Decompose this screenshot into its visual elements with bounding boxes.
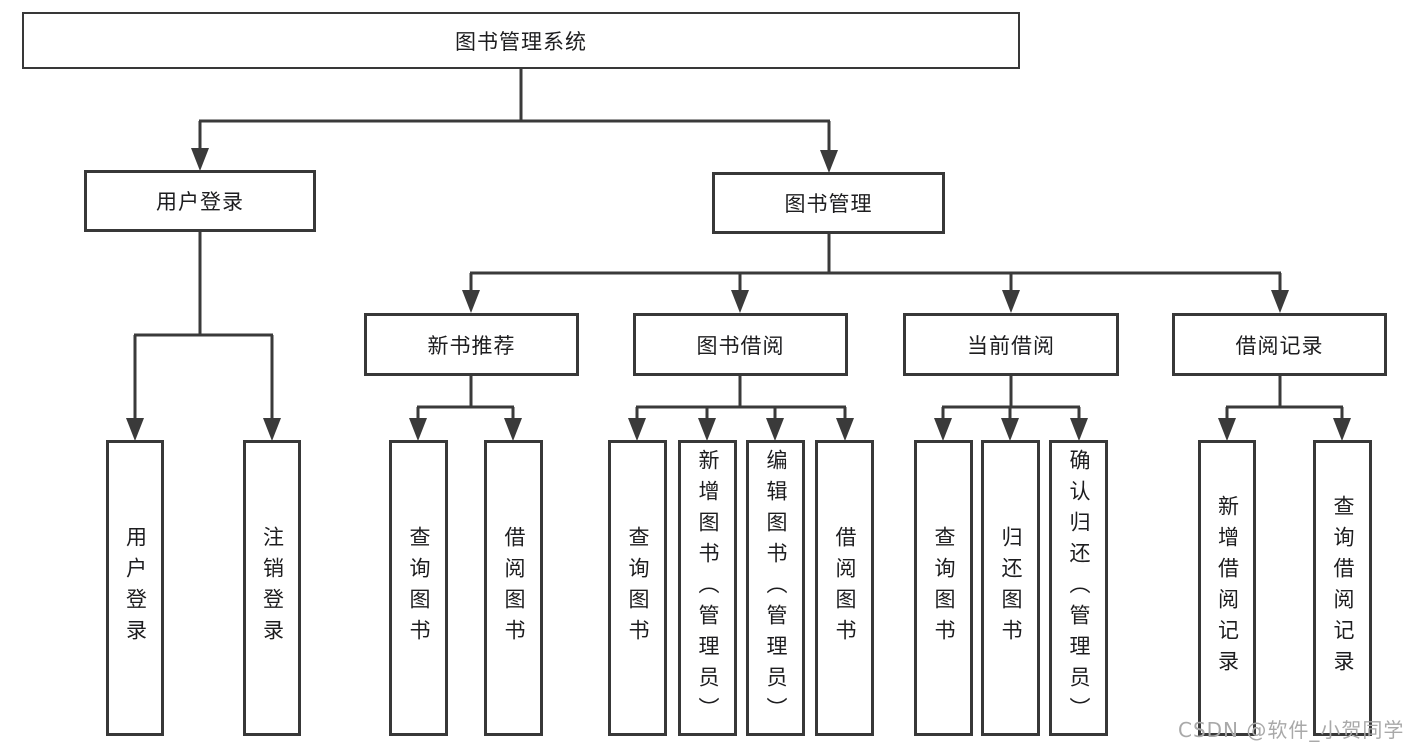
leaf-query-books-borrowing: 查询图书 — [608, 440, 667, 736]
leaf-borrow-books-borrowing: 借阅图书 — [815, 440, 874, 736]
leaf-label: 借阅图书 — [833, 526, 857, 650]
leaf-label: 注销登录 — [260, 526, 285, 650]
leaf-label: 编辑图书（管理员） — [764, 448, 788, 728]
node-borrowing-records: 借阅记录 — [1172, 313, 1387, 376]
leaf-add-borrow-record: 新增借阅记录 — [1198, 440, 1256, 736]
leaf-label: 借阅图书 — [502, 526, 526, 650]
leaf-logout-login: 注销登录 — [243, 440, 301, 736]
leaf-label: 查询图书 — [407, 526, 431, 650]
leaf-confirm-return-admin: 确认归还（管理员） — [1049, 440, 1108, 736]
leaf-label: 归还图书 — [999, 526, 1023, 650]
leaf-add-books-admin: 新增图书（管理员） — [678, 440, 737, 736]
leaf-return-books: 归还图书 — [981, 440, 1040, 736]
node-library-management-system: 图书管理系统 — [22, 12, 1020, 69]
leaf-borrow-books-recommend: 借阅图书 — [484, 440, 543, 736]
leaf-label: 查询借阅记录 — [1331, 495, 1355, 681]
leaf-query-books-current: 查询图书 — [914, 440, 973, 736]
leaf-label: 新增图书（管理员） — [696, 448, 720, 728]
leaf-query-books-recommend: 查询图书 — [389, 440, 448, 736]
leaf-edit-books-admin: 编辑图书（管理员） — [746, 440, 805, 736]
leaf-label: 确认归还（管理员） — [1067, 448, 1091, 728]
node-book-borrowing: 图书借阅 — [633, 313, 848, 376]
node-user-login: 用户登录 — [84, 170, 316, 232]
node-book-management: 图书管理 — [712, 172, 945, 234]
leaf-label: 查询图书 — [932, 526, 956, 650]
leaf-user-login: 用户登录 — [106, 440, 164, 736]
leaf-query-borrow-record: 查询借阅记录 — [1313, 440, 1372, 736]
leaf-label: 查询图书 — [626, 526, 650, 650]
leaf-label: 用户登录 — [123, 526, 148, 650]
leaf-label: 新增借阅记录 — [1215, 495, 1240, 681]
node-new-book-recommendation: 新书推荐 — [364, 313, 579, 376]
node-current-borrowing: 当前借阅 — [903, 313, 1119, 376]
watermark-text: CSDN @软件_小贺同学 — [1178, 718, 1405, 742]
